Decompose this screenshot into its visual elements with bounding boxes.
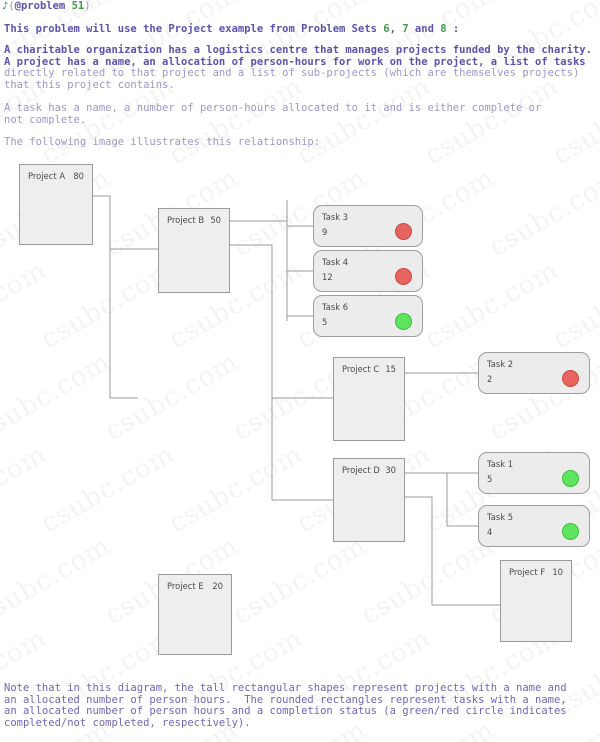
status-incomplete-icon bbox=[562, 370, 579, 387]
status-complete-icon bbox=[395, 313, 412, 330]
node-task-5[interactable]: Task 5 4 bbox=[478, 505, 590, 547]
node-task-1[interactable]: Task 1 5 bbox=[478, 452, 590, 494]
intro-line: This problem will use the Project exampl… bbox=[4, 23, 460, 36]
node-project-d[interactable]: Project D 30 bbox=[333, 458, 405, 542]
node-label: Task 6 bbox=[322, 302, 349, 312]
intro-text-a: This problem will use the Project exampl… bbox=[4, 23, 384, 35]
node-hours: 80 bbox=[73, 171, 84, 181]
node-project-f[interactable]: Project F 10 bbox=[500, 560, 572, 642]
node-project-a[interactable]: Project A 80 bbox=[19, 164, 93, 245]
header-open-paren: ( bbox=[8, 0, 15, 12]
paragraph-3: The following image illustrates this rel… bbox=[4, 136, 321, 148]
intro-sep-1: , bbox=[389, 23, 403, 35]
problem-set-6: 6 bbox=[383, 23, 390, 35]
node-hours: 4 bbox=[487, 527, 493, 537]
diagram-connectors bbox=[93, 195, 500, 606]
status-complete-icon bbox=[562, 523, 579, 540]
paragraph-1-faded: directly related to that project and a l… bbox=[4, 67, 580, 91]
node-task-3[interactable]: Task 3 9 bbox=[313, 205, 423, 247]
header-keyword: @problem bbox=[14, 0, 66, 12]
header-close-paren: ) bbox=[84, 0, 91, 12]
paragraph-1-bold: A charitable organization has a logistic… bbox=[4, 44, 592, 68]
node-hours: 5 bbox=[487, 474, 493, 484]
paragraph-2: A task has a name, a number of person-ho… bbox=[4, 102, 542, 126]
header-problem-number: 51 bbox=[71, 0, 85, 12]
node-hours: 12 bbox=[322, 272, 333, 282]
node-hours: 10 bbox=[552, 567, 563, 577]
node-hours: 50 bbox=[210, 215, 221, 225]
problem-set-7: 7 bbox=[402, 23, 409, 35]
node-project-e[interactable]: Project E 20 bbox=[158, 574, 232, 655]
status-incomplete-icon bbox=[395, 223, 412, 240]
problem-set-8: 8 bbox=[440, 23, 447, 35]
node-label: Project F bbox=[509, 567, 546, 577]
node-hours: 20 bbox=[212, 581, 223, 591]
node-label: Task 2 bbox=[487, 359, 514, 369]
node-task-2[interactable]: Task 2 2 bbox=[478, 352, 590, 394]
node-hours: 5 bbox=[322, 317, 328, 327]
node-label: Project E bbox=[167, 581, 204, 591]
node-label: Project A bbox=[28, 171, 66, 181]
node-label: Task 1 bbox=[487, 459, 514, 469]
problem-header: ♪(@problem 51) bbox=[2, 0, 91, 13]
node-label: Project D bbox=[342, 465, 380, 475]
node-task-6[interactable]: Task 6 5 bbox=[313, 295, 423, 337]
intro-sep-2: and bbox=[408, 23, 441, 35]
node-hours: 9 bbox=[322, 227, 328, 237]
node-label: Project B bbox=[167, 215, 205, 225]
diagram-footnote: Note that in this diagram, the tall rect… bbox=[4, 682, 567, 729]
node-hours: 15 bbox=[385, 364, 396, 374]
project-task-diagram: Project A 80 Project B 50 Project C 15 P… bbox=[0, 155, 600, 675]
status-incomplete-icon bbox=[395, 268, 412, 285]
node-project-c[interactable]: Project C 15 bbox=[333, 357, 405, 441]
intro-text-b: : bbox=[446, 23, 460, 35]
node-label: Task 3 bbox=[322, 212, 349, 222]
status-complete-icon bbox=[562, 470, 579, 487]
node-label: Task 5 bbox=[487, 512, 514, 522]
node-project-b[interactable]: Project B 50 bbox=[158, 208, 230, 293]
node-task-4[interactable]: Task 4 12 bbox=[313, 250, 423, 292]
node-hours: 30 bbox=[385, 465, 396, 475]
header-marker-icon: ♪ bbox=[2, 0, 9, 12]
node-hours: 2 bbox=[487, 374, 493, 384]
node-label: Task 4 bbox=[322, 257, 349, 267]
node-label: Project C bbox=[342, 364, 380, 374]
